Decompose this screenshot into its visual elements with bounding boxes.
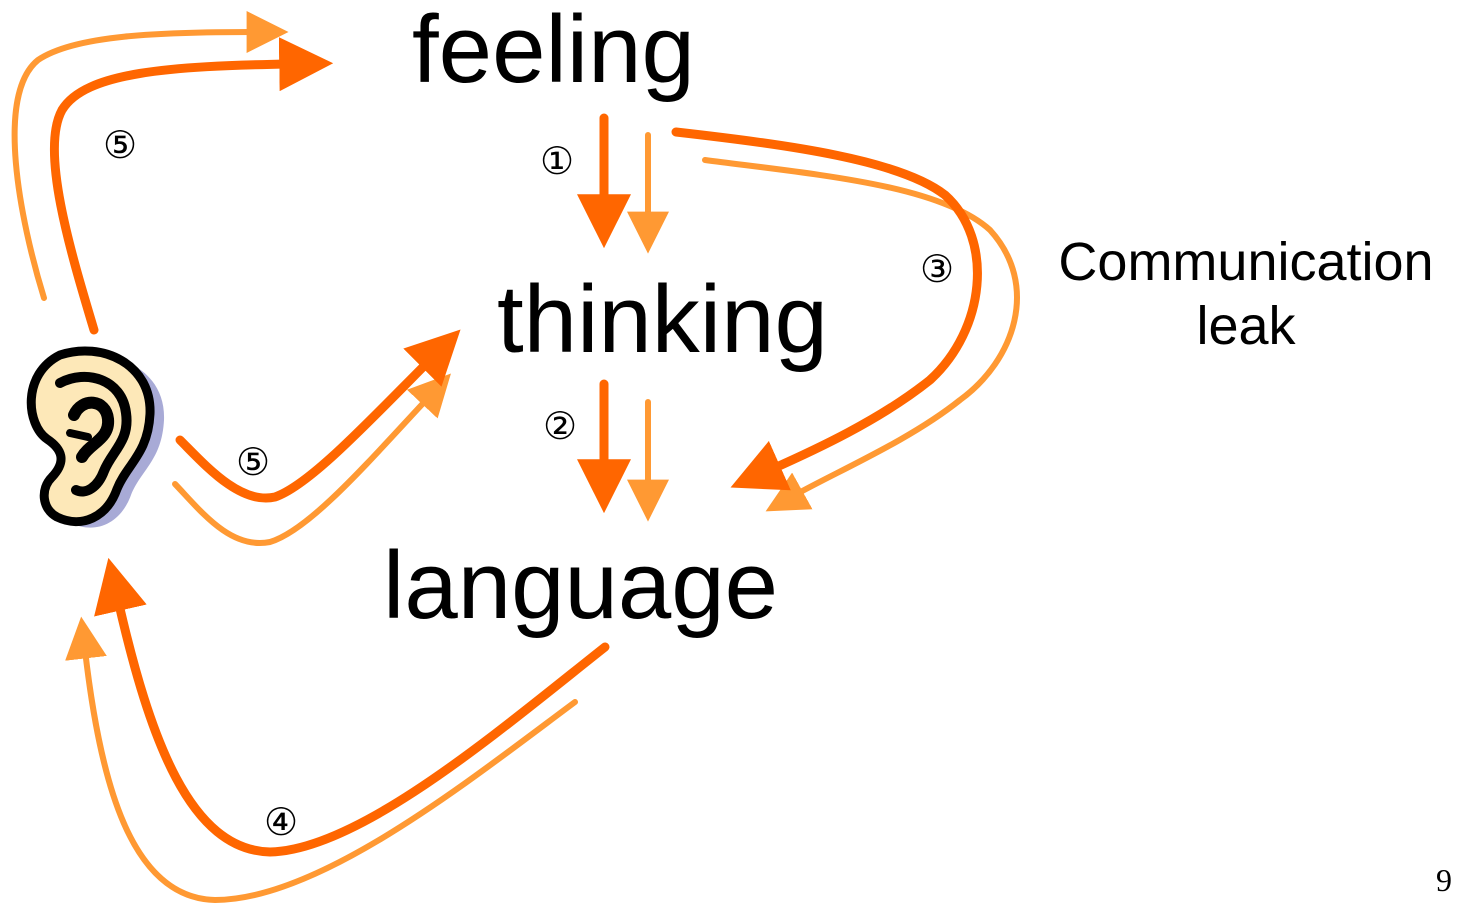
- arrow-ear-to-thinking-light: [172, 373, 451, 547]
- node-thinking: thinking: [497, 266, 828, 373]
- arrow-leak-dark: [671, 127, 982, 491]
- arrow-language-to-ear-dark: [94, 557, 610, 857]
- arrow-ear-to-feeling-light: [11, 11, 289, 301]
- step-marker-5-feeling: ⑤: [103, 123, 138, 167]
- communication-leak-label: Communication leak: [1040, 230, 1452, 358]
- arrow-leak-light: [702, 157, 1020, 512]
- arrow-ear-to-thinking-dark: [175, 329, 461, 503]
- ear-icon: [26, 345, 176, 540]
- arrow-language-to-ear-light: [65, 616, 578, 904]
- step-marker-1: ①: [540, 139, 575, 183]
- node-language: language: [383, 532, 779, 639]
- page-number: 9: [1436, 862, 1452, 898]
- caption-line-2: leak: [1196, 296, 1296, 356]
- step-marker-2: ②: [543, 404, 578, 448]
- arrow-ear-to-feeling-dark: [49, 37, 334, 335]
- caption-line-1: Communication: [1058, 232, 1434, 292]
- step-marker-4: ④: [264, 800, 299, 844]
- step-marker-3: ③: [920, 247, 955, 291]
- step-marker-5-thinking: ⑤: [236, 440, 271, 484]
- node-feeling: feeling: [412, 0, 695, 103]
